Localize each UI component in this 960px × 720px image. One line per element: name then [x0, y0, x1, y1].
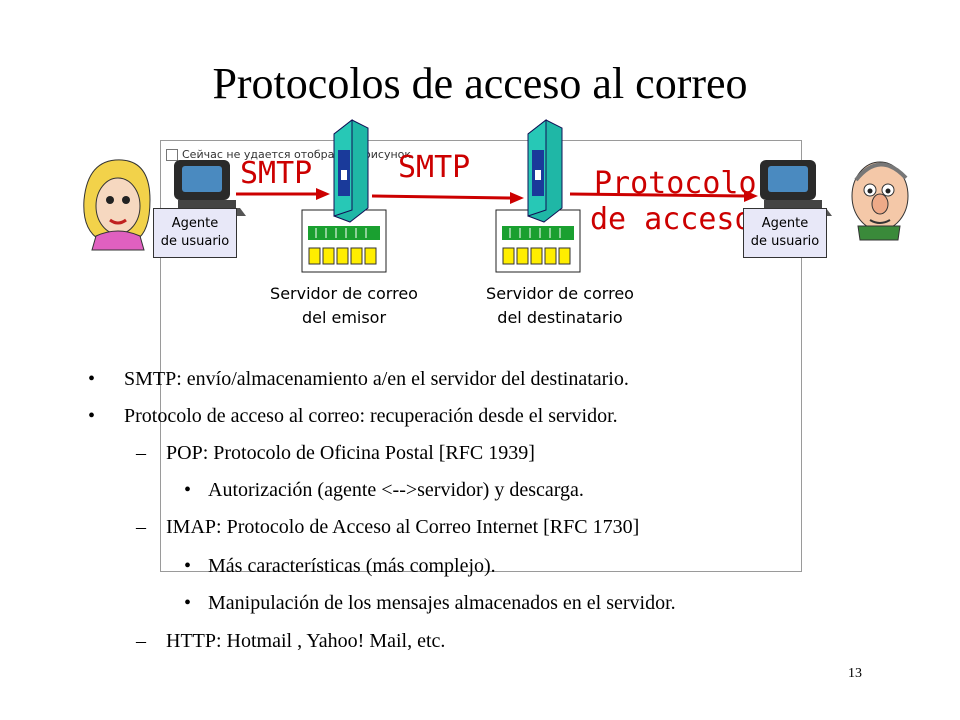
arrow-access-protocol: [569, 190, 758, 202]
bullet-item: •Protocolo de acceso al correo: recupera…: [88, 405, 618, 427]
server-receiver-label-line2: del destinatario: [497, 308, 623, 327]
server-sender-label-line2: del emisor: [301, 308, 387, 327]
server-sender-icon: [301, 118, 387, 273]
arrow-smtp-1: [236, 188, 330, 200]
access-protocol-label-line1: Protocolo: [594, 166, 757, 201]
diagram-frame: [160, 140, 802, 572]
smtp-label-2: SMTP: [398, 150, 471, 185]
user-agent-right-line2: de usuario: [750, 234, 820, 249]
user-agent-left-line2: de usuario: [160, 234, 230, 249]
user-agent-right-line1: Agente: [761, 216, 809, 231]
bullet-item: –HTTP: Hotmail , Yahoo! Mail, etc.: [136, 630, 446, 652]
bullet-item: •Autorización (agente <-->servidor) y de…: [184, 479, 584, 501]
server-receiver-icon: [495, 118, 581, 273]
server-sender-label: Servidor de correo del emisor: [244, 282, 444, 330]
bullet-item: •Más características (más complejo).: [184, 555, 496, 577]
mail-diagram: [83, 118, 909, 273]
smtp-label-1: SMTP: [240, 156, 313, 191]
user-agent-right: Agente de usuario: [743, 208, 827, 258]
bullet-item: –IMAP: Protocolo de Acceso al Correo Int…: [136, 516, 640, 538]
server-sender-label-line1: Servidor de correo: [270, 284, 418, 303]
slide-title: Protocolos de acceso al correo: [212, 59, 748, 108]
user-right-icon: [851, 161, 909, 241]
access-protocol-label-line2: de acceso: [590, 202, 753, 237]
user-agent-left-line1: Agente: [171, 216, 219, 231]
arrow-smtp-2: [371, 192, 524, 204]
broken-image-icon: [166, 149, 178, 161]
server-receiver-label-line1: Servidor de correo: [486, 284, 634, 303]
bullet-item: –POP: Protocolo de Oficina Postal [RFC 1…: [136, 442, 535, 464]
server-receiver-label: Servidor de correo del destinatario: [460, 282, 660, 330]
user-left-icon: [83, 159, 151, 251]
bullet-item: •SMTP: envío/almacenamiento a/en el serv…: [88, 368, 629, 390]
user-agent-left: Agente de usuario: [153, 208, 237, 258]
bullet-item: •Manipulación de los mensajes almacenado…: [184, 592, 676, 614]
page-number: 13: [848, 666, 862, 681]
